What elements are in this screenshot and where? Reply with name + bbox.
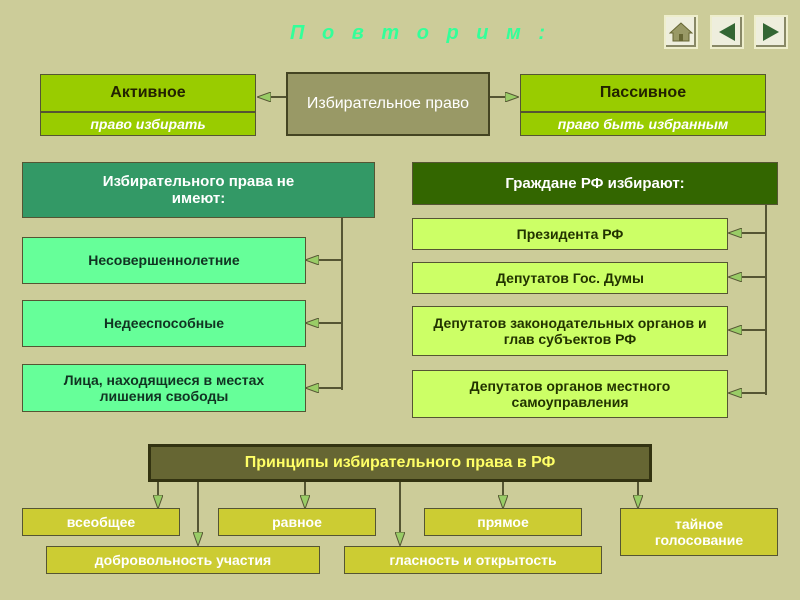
- home-icon: [669, 22, 693, 42]
- principle-universal: всеобщее: [22, 508, 180, 536]
- passive-right-subtitle: право быть избранным: [520, 112, 766, 136]
- passive-right-title: Пассивное: [520, 74, 766, 112]
- principle-voluntary: добровольность участия: [46, 546, 320, 574]
- triangle-right-icon: [763, 23, 779, 41]
- principles-header: Принципы избирательного права в РФ: [148, 444, 652, 482]
- back-button[interactable]: [710, 15, 744, 49]
- citizens-elect-item-president: Президента РФ: [412, 218, 728, 250]
- forward-button[interactable]: [754, 15, 788, 49]
- principle-direct: прямое: [424, 508, 582, 536]
- page-title: П о в т о р и м :: [290, 22, 552, 44]
- citizens-elect-item-duma: Депутатов Гос. Думы: [412, 262, 728, 294]
- principle-secret-ballot: тайное голосование: [620, 508, 778, 556]
- principle-equal: равное: [218, 508, 376, 536]
- active-right-subtitle: право избирать: [40, 112, 256, 136]
- no-right-item-incapacitated: Недееспособные: [22, 300, 306, 347]
- citizens-elect-item-regional: Депутатов законодательных органов и глав…: [412, 306, 728, 356]
- electoral-right-box: Избирательное право: [286, 72, 490, 136]
- no-right-item-minors: Несовершеннолетние: [22, 237, 306, 284]
- active-right-title: Активное: [40, 74, 256, 112]
- principle-transparency: гласность и открытость: [344, 546, 602, 574]
- citizens-elect-header: Граждане РФ избирают:: [412, 162, 778, 205]
- home-button[interactable]: [664, 15, 698, 49]
- no-right-header: Избирательного права не имеют:: [22, 162, 375, 218]
- triangle-left-icon: [719, 23, 735, 41]
- citizens-elect-item-local: Депутатов органов местного самоуправлени…: [412, 370, 728, 418]
- no-right-item-prisoners: Лица, находящиеся в местах лишения свобо…: [22, 364, 306, 412]
